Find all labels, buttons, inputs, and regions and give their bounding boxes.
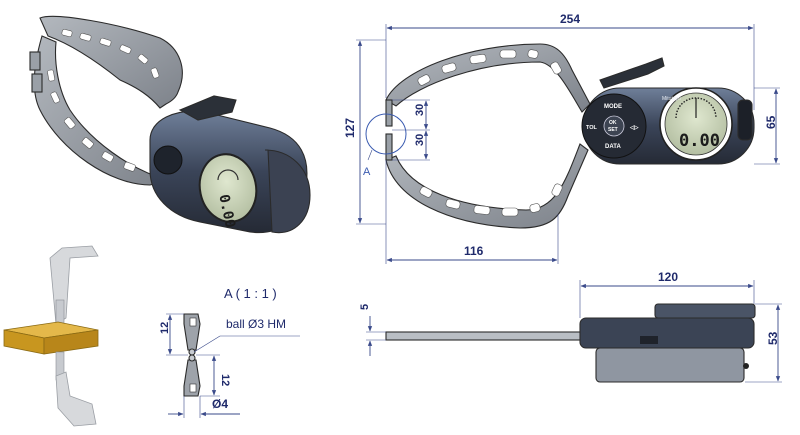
iso-lever [178,95,237,121]
iso-frame [39,15,183,109]
front-jaw-tip-lower [385,133,393,161]
side-housing-body [579,317,755,349]
front-frame-lower [385,143,589,229]
detail-title: A ( 1 : 1 ) [224,286,277,301]
set-label: SET [608,127,618,133]
iso-lcd [198,153,258,223]
front-jaw-tip-upper [385,99,393,127]
front-frame-cutouts [417,49,563,217]
dim-tip-upper: 12 [159,322,171,334]
iso-housing-back [264,149,311,234]
dim-reach: 116 [464,244,484,258]
ok-label: OK [609,120,617,126]
front-lcd [664,92,728,156]
iso-frame-cutouts [47,29,160,172]
illus-lower-jaw [55,371,97,427]
iso-jaw-upper [29,51,41,71]
detail-ball-lower [188,354,196,362]
front-frame-upper [385,43,591,113]
detail-marker-a: A [363,166,371,178]
dim-overall-length: 254 [560,12,580,26]
detail-a-view: A ( 1 : 1 ) ball Ø3 HM 12 12 Ø4 [159,286,300,418]
iso-jaw-lower [31,73,43,93]
front-dimensions: 254 127 30 30 A 116 65 [343,12,780,264]
brand-label: Mitutoyo [662,96,681,102]
detail-circle-a [365,113,407,155]
dim-overall-height: 127 [343,118,357,138]
dim-lower-jaw: 30 [414,134,426,146]
side-view [385,303,756,383]
mode-button[interactable]: MODE [604,104,622,110]
ball-note: ball Ø3 HM [226,317,286,331]
dim-tip-width: Ø4 [212,397,228,411]
side-housing-top [654,303,756,319]
measuring-illustration [3,245,99,427]
iso-lcd-reading: 0.00 [215,193,238,229]
front-lever [599,57,665,89]
dim-housing-width: 120 [658,270,678,284]
dim-total-depth: 53 [766,331,780,345]
data-button[interactable]: DATA [605,144,621,150]
side-knob [743,363,749,369]
dim-tip-lower: 12 [219,374,231,386]
front-housing-cap [737,99,753,141]
side-arm [385,331,587,341]
illus-workpiece-side [43,329,99,355]
isometric-view: 0.00 [29,15,311,234]
side-button [640,336,658,344]
dim-housing-height: 65 [764,115,778,129]
front-view: OK SET MODE DATA TOL ◁▷ Mitutoyo 0.00 [385,43,755,229]
ok-set-button[interactable] [603,115,625,137]
dim-upper-jaw: 30 [414,104,426,116]
dim-arm-thickness: 5 [359,304,371,310]
side-dial-band [595,347,745,383]
hold-icon[interactable]: ◁▷ [629,124,639,131]
front-lcd-reading: 0.00 [679,131,720,151]
iso-button-cluster [153,145,183,175]
side-dimensions: 120 5 53 [359,270,782,383]
tol-button[interactable]: TOL [586,125,598,131]
